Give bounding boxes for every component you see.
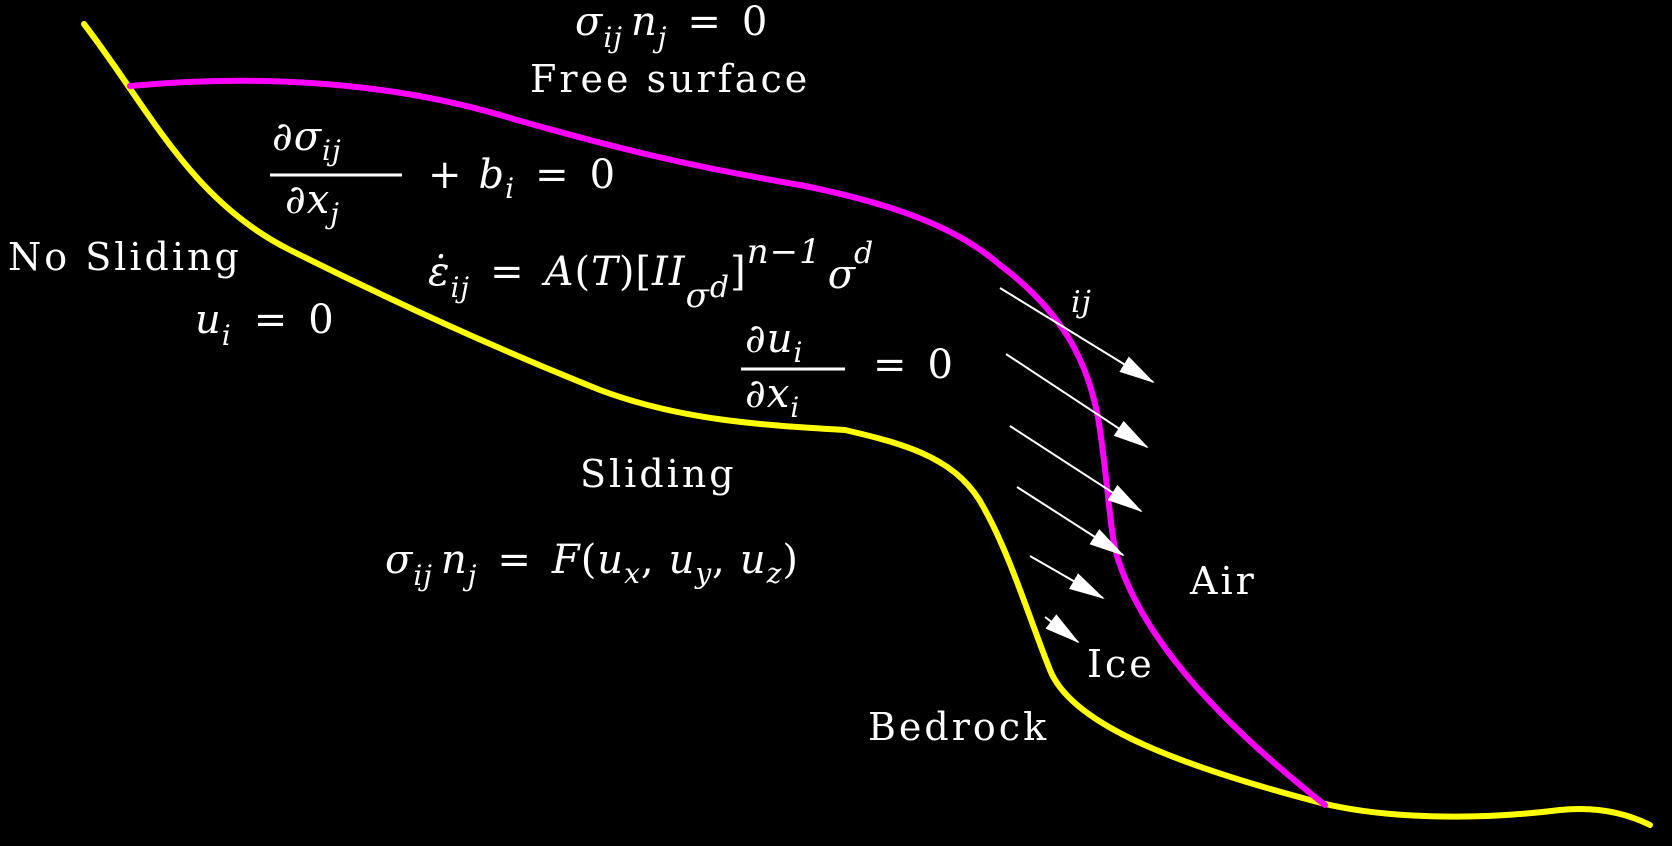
velocity-arrow (1005, 353, 1149, 449)
svg-text:∂σij: ∂σij (272, 114, 342, 167)
velocity-arrow (1016, 486, 1125, 557)
velocity-arrow (999, 287, 1155, 384)
svg-text:∂ui: ∂ui (745, 316, 803, 369)
no-slip-condition: ui=0 (195, 297, 335, 352)
svg-text:=0: =0 (873, 342, 954, 388)
svg-text:∂xj: ∂xj (285, 177, 340, 230)
bedrock-line (81, 21, 1653, 828)
bedrock-label: Bedrock (868, 705, 1049, 749)
velocity-arrows (999, 287, 1155, 644)
velocity-arrow (1029, 555, 1105, 599)
air-label: Air (1189, 559, 1257, 603)
no-sliding-label: No Sliding (8, 235, 242, 279)
free-surface-label: Free surface (530, 57, 810, 101)
svg-text:ε̇ij=A(T)[IIσd]n−1σd: ε̇ij=A(T)[IIσd]n−1σd (428, 232, 874, 316)
ice-label: Ice (1087, 642, 1155, 686)
svg-text:+bi=0: +bi=0 (428, 152, 616, 205)
sliding-label: Sliding (580, 452, 737, 496)
velocity-arrow (1044, 614, 1080, 644)
svg-text:∂xi: ∂xi (745, 371, 800, 424)
svg-text:ij: ij (1071, 285, 1092, 320)
free-surface-line (127, 77, 1328, 808)
momentum-equation: ∂σij ∂xj +bi=0 (270, 114, 616, 230)
svg-text:ui=0: ui=0 (195, 297, 335, 352)
velocity-arrow (1009, 425, 1143, 513)
continuity-equation: ∂ui ∂xi =0 (741, 316, 954, 424)
